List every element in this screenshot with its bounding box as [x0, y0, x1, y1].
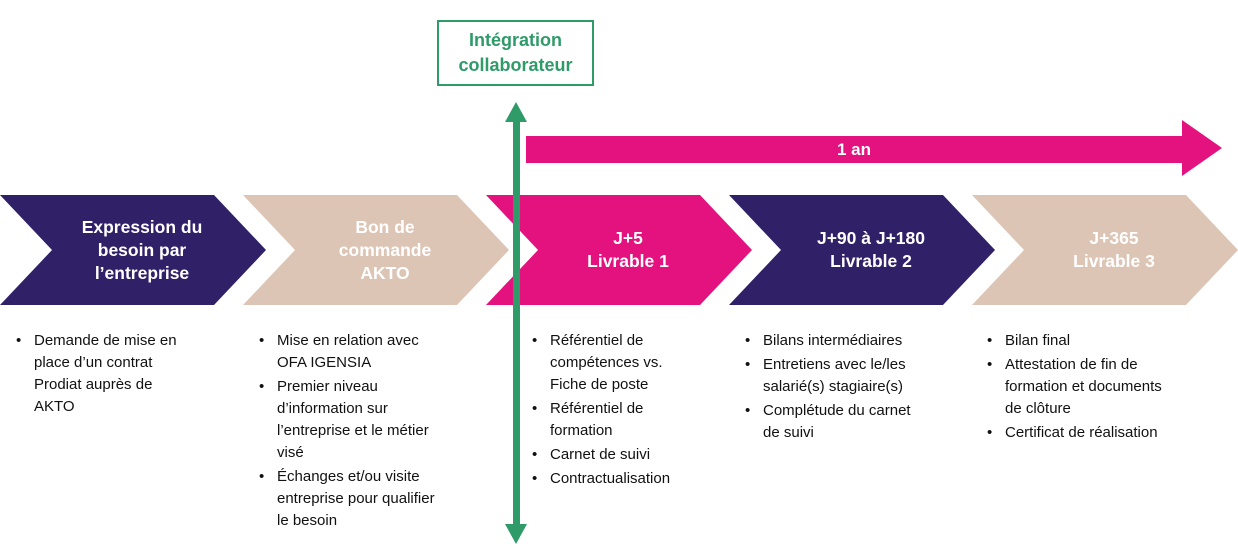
integration-timeline-arrow	[513, 120, 520, 528]
stage-title: Expression du besoin par l’entreprise	[81, 216, 203, 283]
integration-collaborateur-callout: Intégration collaborateur	[437, 20, 594, 86]
arrow-right-head-icon	[1182, 120, 1222, 176]
bullet-item: Certificat de réalisation	[983, 422, 1173, 444]
stage-title: J+90 à J+180 Livrable 2	[816, 228, 926, 271]
stage-bullets-j5-livrable-1: Référentiel de compétences vs. Fiche de …	[528, 330, 700, 492]
duration-arrow: 1 an	[526, 136, 1182, 163]
bullet-item: Entretiens avec le/les salarié(s) stagia…	[741, 354, 928, 398]
bullet-item: Référentiel de formation	[528, 398, 700, 442]
arrow-down-head-icon	[505, 524, 527, 544]
bullet-item: Référentiel de compétences vs. Fiche de …	[528, 330, 700, 396]
bullet-item: Bilans intermédiaires	[741, 330, 928, 352]
bullet-item: Échanges et/ou visite entreprise pour qu…	[255, 466, 442, 532]
bullet-item: Carnet de suivi	[528, 444, 700, 466]
stage-title: Bon de commande AKTO	[338, 216, 432, 283]
stage-chevron-bon-commande-akto: Bon de commande AKTO	[243, 195, 509, 305]
bullet-item: Bilan final	[983, 330, 1173, 352]
stage-bullets-j365-livrable-3: Bilan final Attestation de fin de format…	[983, 330, 1173, 446]
duration-label: 1 an	[836, 139, 872, 159]
stage-title: J+5 Livrable 1	[587, 228, 669, 271]
arrow-up-head-icon	[505, 102, 527, 122]
bullet-item: Premier niveau d’information sur l’entre…	[255, 376, 442, 464]
stage-bullets-bon-commande-akto: Mise en relation avec OFA IGENSIA Premie…	[255, 330, 442, 534]
stage-chevron-j365-livrable-3: J+365 Livrable 3	[972, 195, 1238, 305]
stage-bullets-expression-besoin: Demande de mise en place d’un contrat Pr…	[12, 330, 177, 420]
bullet-item: Complétude du carnet de suivi	[741, 400, 928, 444]
stage-bullets-j90-j180-livrable-2: Bilans intermédiaires Entretiens avec le…	[741, 330, 928, 446]
bullet-item: Mise en relation avec OFA IGENSIA	[255, 330, 442, 374]
stage-chevron-expression-besoin: Expression du besoin par l’entreprise	[0, 195, 266, 305]
callout-label: Intégration collaborateur	[458, 30, 573, 75]
bullet-item: Demande de mise en place d’un contrat Pr…	[12, 330, 177, 418]
bullet-item: Attestation de fin de formation et docum…	[983, 354, 1173, 420]
stage-chevron-j5-livrable-1: J+5 Livrable 1	[486, 195, 752, 305]
stage-chevron-j90-j180-livrable-2: J+90 à J+180 Livrable 2	[729, 195, 995, 305]
stage-title: J+365 Livrable 3	[1073, 228, 1155, 271]
bullet-item: Contractualisation	[528, 468, 700, 490]
